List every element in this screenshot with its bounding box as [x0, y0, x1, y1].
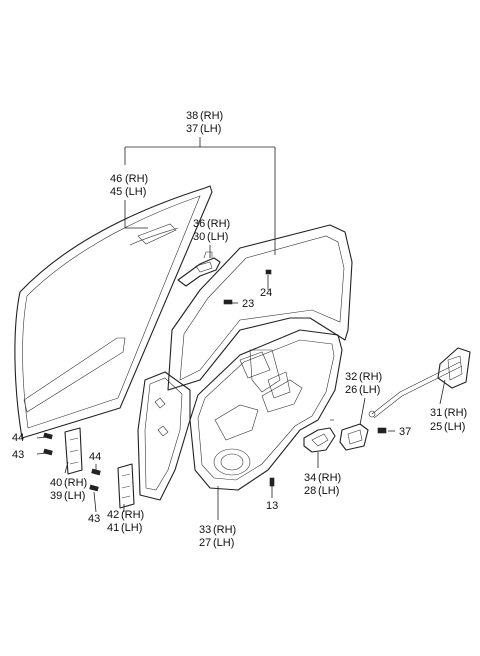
label-23: 23: [242, 298, 254, 310]
label-31: 31: [430, 407, 442, 419]
lock-rod-assembly: [368, 347, 471, 419]
label-30: 30: [193, 231, 205, 243]
label-37-side: (LH): [200, 123, 221, 135]
label-27: 27: [199, 537, 211, 549]
label-24: 24: [260, 287, 272, 299]
label-45-side: (LH): [125, 186, 146, 198]
window-regulator: [239, 351, 291, 399]
door-module-panel: [189, 329, 343, 491]
label-45: 45: [110, 186, 122, 198]
label-27-side: (LH): [213, 537, 234, 549]
label-46: 46: [110, 173, 122, 185]
label-40-side: (RH): [64, 477, 87, 489]
label-30-side: (LH): [207, 231, 228, 243]
label-34-side: (RH): [318, 472, 341, 484]
label-38: 38: [186, 110, 198, 122]
part-labels: 38 (RH) 37 (LH) 46 (RH) 45 (LH) 36 (RH) …: [12, 110, 467, 549]
label-32-side: (RH): [359, 371, 382, 383]
label-39: 39: [50, 490, 62, 502]
speaker-opening: [213, 448, 251, 476]
label-26-side: (LH): [359, 384, 380, 396]
label-25: 25: [430, 421, 442, 433]
label-36-side: (RH): [207, 218, 230, 230]
door-latch: [303, 427, 336, 453]
label-13: 13: [266, 500, 278, 512]
label-44-lower: 44: [89, 451, 101, 463]
label-41: 41: [107, 522, 119, 534]
label-37-bolt: 37: [399, 426, 411, 438]
label-46-side: (RH): [125, 173, 148, 185]
label-41-side: (LH): [121, 522, 142, 534]
label-31-side: (RH): [444, 407, 467, 419]
label-25-side: (LH): [444, 421, 465, 433]
label-32: 32: [345, 371, 357, 383]
label-43-upper: 43: [12, 449, 24, 461]
label-28: 28: [304, 485, 316, 497]
label-44-upper: 44: [12, 432, 24, 444]
label-34: 34: [304, 472, 316, 484]
door-outer-panel: [14, 185, 213, 439]
lower-hinge: [117, 463, 135, 509]
label-42: 42: [107, 509, 119, 521]
label-28-side: (LH): [318, 485, 339, 497]
inside-handle: [339, 423, 369, 451]
upper-hinge: [64, 427, 83, 475]
label-40: 40: [50, 477, 62, 489]
label-38-side: (RH): [200, 110, 223, 122]
label-37: 37: [186, 123, 198, 135]
label-39-side: (LH): [64, 490, 85, 502]
label-42-side: (RH): [121, 509, 144, 521]
door-frame: [137, 224, 353, 501]
label-36: 36: [193, 218, 205, 230]
label-33: 33: [199, 524, 211, 536]
leader-lines: [36, 137, 446, 520]
label-26: 26: [345, 384, 357, 396]
label-43-lower: 43: [88, 513, 100, 525]
outside-handle: [177, 251, 221, 287]
label-33-side: (RH): [213, 524, 236, 536]
